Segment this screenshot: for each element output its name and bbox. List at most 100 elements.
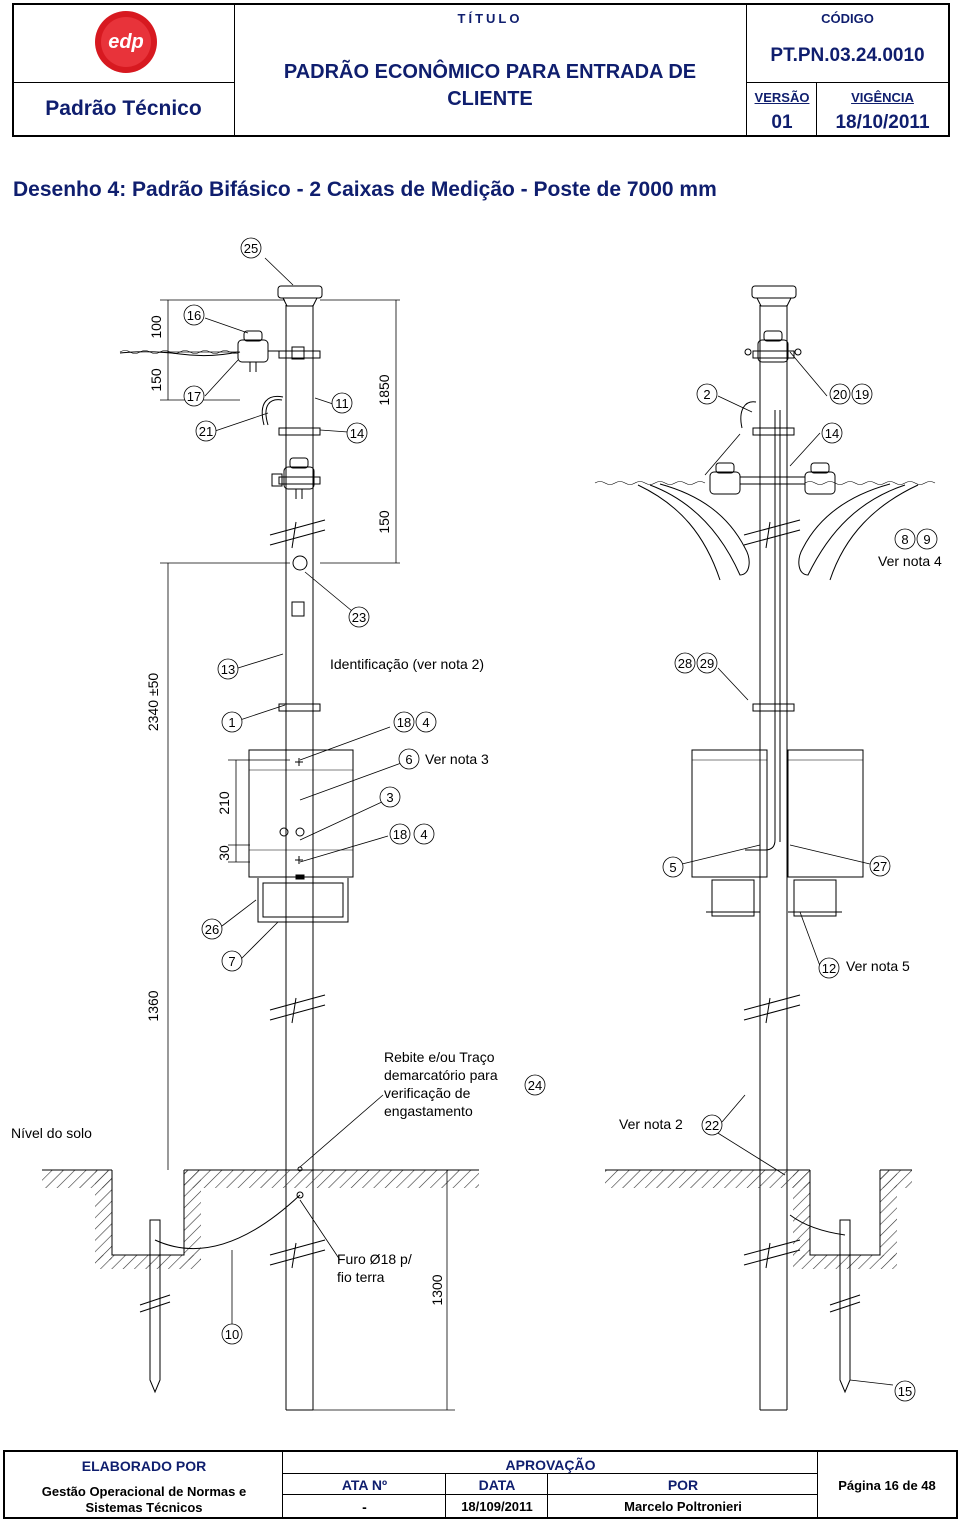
approval-caption: APROVAÇÃO xyxy=(505,1457,596,1473)
dim-150-mid: 150 xyxy=(376,510,392,534)
callout-2: 2 xyxy=(703,387,710,402)
document-footer: ELABORADO POR Gestão Operacional de Norm… xyxy=(3,1450,958,1519)
callout-24: 24 xyxy=(528,1078,542,1093)
left-pole xyxy=(237,285,354,1411)
date-value-cell: 18/109/2011 xyxy=(446,1495,548,1517)
dimension-lines xyxy=(160,299,455,1411)
callout-12: 12 xyxy=(822,961,836,976)
elaborated-by-line-2: Sistemas Técnicos xyxy=(85,1500,203,1515)
ata-caption-cell: ATA Nº xyxy=(283,1474,446,1495)
note-nivel-solo: Nível do solo xyxy=(11,1125,92,1141)
approval-cell: APROVAÇÃO xyxy=(283,1452,818,1474)
title-caption: TÍTULO xyxy=(457,11,523,26)
callout-7: 7 xyxy=(228,954,235,969)
edp-logo: edp xyxy=(95,11,157,73)
by-caption: POR xyxy=(667,1477,699,1493)
callout-20: 20 xyxy=(833,387,847,402)
ata-value: - xyxy=(362,1499,367,1515)
date-caption-cell: DATA xyxy=(446,1474,548,1495)
technical-drawing: 25 16 17 11 21 14 2 20 19 14 8 9 23 13 1… xyxy=(11,237,942,1411)
dim-1850: 1850 xyxy=(376,374,392,405)
dim-100: 100 xyxy=(148,315,164,339)
callout-14b: 14 xyxy=(825,426,839,441)
version-caption: VERSÃO xyxy=(754,90,810,105)
dim-210: 210 xyxy=(216,791,232,815)
callout-26: 26 xyxy=(205,922,219,937)
date-caption: DATA xyxy=(478,1477,516,1493)
callout-9: 9 xyxy=(923,532,930,547)
notes: Ver nota 4 Identificação (ver nota 2) Ve… xyxy=(11,553,942,1285)
callout-8: 8 xyxy=(901,532,908,547)
callout-11: 11 xyxy=(335,396,349,411)
callout-22: 22 xyxy=(705,1118,719,1133)
callout-13: 13 xyxy=(221,662,235,677)
note-ver-nota-3: Ver nota 3 xyxy=(425,751,489,767)
right-pole xyxy=(691,285,864,1411)
document-code: PT.PN.03.24.0010 xyxy=(770,45,925,66)
version-value: 01 xyxy=(771,112,793,133)
elaborated-cell: ELABORADO POR Gestão Operacional de Norm… xyxy=(5,1452,283,1517)
callout-4b: 4 xyxy=(420,827,427,842)
version-cell: VERSÃO 01 xyxy=(747,83,817,137)
callout-5: 5 xyxy=(669,860,676,875)
by-value: Marcelo Poltronieri xyxy=(624,1499,742,1514)
callout-28: 28 xyxy=(678,656,692,671)
callout-17: 17 xyxy=(187,389,201,404)
note-ver-nota-4: Ver nota 4 xyxy=(878,553,942,569)
dim-150-top: 150 xyxy=(148,368,164,392)
dimension-text: 100 150 1850 150 2340 ±50 210 30 1360 13… xyxy=(145,315,445,1305)
callout-18a: 18 xyxy=(397,715,411,730)
brand-text: edp xyxy=(108,31,144,53)
code-caption: CÓDIGO xyxy=(821,11,874,26)
ground-left xyxy=(42,1169,479,1394)
note-ver-nota-5: Ver nota 5 xyxy=(846,958,910,974)
note-ver-nota-2: Ver nota 2 xyxy=(619,1116,683,1132)
by-caption-cell: POR xyxy=(548,1474,818,1495)
ata-value-cell: - xyxy=(283,1495,446,1517)
note-furo-line-2: fio terra xyxy=(337,1269,385,1285)
callout-14a: 14 xyxy=(350,426,364,441)
dim-2340: 2340 ±50 xyxy=(145,673,161,732)
callouts: 25 16 17 11 21 14 2 20 19 14 8 9 23 13 1… xyxy=(183,237,938,1402)
date-value: 18/109/2011 xyxy=(461,1499,533,1514)
dim-1300: 1300 xyxy=(429,1274,445,1305)
page-number: Página 16 de 48 xyxy=(838,1478,936,1493)
callout-27: 27 xyxy=(873,859,887,874)
callout-29: 29 xyxy=(700,656,714,671)
validity-caption: VIGÊNCIA xyxy=(851,90,914,105)
note-identificacao: Identificação (ver nota 2) xyxy=(330,656,484,672)
standard-label: Padrão Técnico xyxy=(45,97,202,120)
callout-10: 10 xyxy=(225,1327,239,1342)
note-furo-line-1: Furo Ø18 p/ xyxy=(337,1251,412,1267)
note-rebite-line-3: verificação de xyxy=(384,1085,471,1101)
document-header: edp Padrão Técnico TÍTULO PADRÃO ECONÔMI… xyxy=(12,3,950,137)
elaborated-caption: ELABORADO POR xyxy=(81,1458,207,1474)
title-cell: TÍTULO PADRÃO ECONÔMICO PARA ENTRADA DE … xyxy=(235,5,747,137)
callout-15: 15 xyxy=(898,1384,912,1399)
leader-lines xyxy=(204,257,894,1386)
logo-cell: edp xyxy=(14,5,235,83)
callout-23: 23 xyxy=(352,610,366,625)
by-value-cell: Marcelo Poltronieri xyxy=(548,1495,818,1517)
dim-30: 30 xyxy=(216,845,232,861)
callout-19: 19 xyxy=(855,387,869,402)
callout-18b: 18 xyxy=(393,827,407,842)
document-title: PADRÃO ECONÔMICO PARA ENTRADA DE CLIENTE xyxy=(283,61,697,110)
callout-6: 6 xyxy=(405,752,412,767)
elaborated-by-line-1: Gestão Operacional de Normas e xyxy=(41,1484,247,1499)
callout-21: 21 xyxy=(199,424,213,439)
callout-25: 25 xyxy=(244,241,258,256)
page-cell: Página 16 de 48 xyxy=(818,1452,956,1517)
callout-1: 1 xyxy=(228,715,235,730)
validity-cell: VIGÊNCIA 18/10/2011 xyxy=(817,83,948,137)
standard-cell: Padrão Técnico xyxy=(14,83,235,137)
note-rebite-line-4: engastamento xyxy=(384,1103,473,1119)
callout-4a: 4 xyxy=(422,715,429,730)
ata-caption: ATA Nº xyxy=(341,1477,388,1493)
callout-3: 3 xyxy=(386,790,393,805)
ground-right xyxy=(605,1169,912,1394)
note-rebite-line-2: demarcatório para xyxy=(384,1067,498,1083)
code-cell: CÓDIGO PT.PN.03.24.0010 xyxy=(747,5,948,83)
dim-1360: 1360 xyxy=(145,990,161,1021)
callout-16: 16 xyxy=(187,308,201,323)
